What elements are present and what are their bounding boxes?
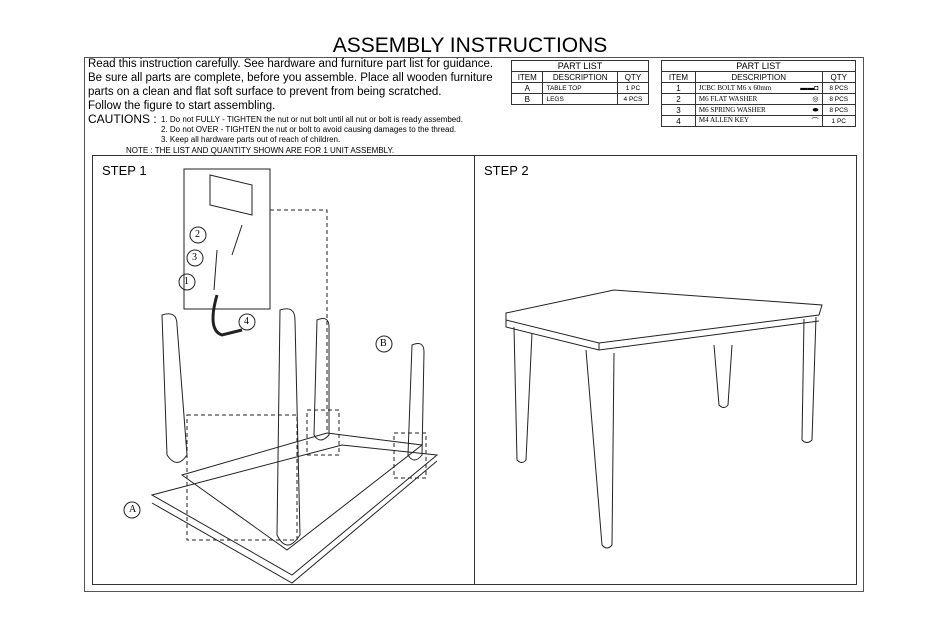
step1-label: STEP 1	[102, 163, 147, 178]
note-label: NOTE :	[126, 146, 153, 155]
caution-item: 2. Do not OVER - TIGHTEN the nut or bolt…	[161, 125, 457, 134]
document-frame	[84, 57, 864, 592]
leg	[276, 308, 301, 546]
col-header: DESCRIPTION	[542, 71, 618, 83]
cell: 1 PC	[616, 82, 650, 94]
table-top-outline	[150, 444, 439, 584]
cell: 2	[661, 93, 696, 105]
bolt-icon: ▬▬◘	[800, 84, 819, 92]
intro-line: Be sure all parts are complete, before y…	[88, 72, 493, 84]
cautions-list: 1. Do not FULLY - TIGHTEN the nut or nut…	[161, 115, 463, 145]
cell: 1	[661, 82, 696, 94]
cell: 3	[661, 104, 696, 116]
desc: JCBC BOLT M6 x 60mm	[698, 84, 772, 92]
cell: 1 PC	[821, 115, 857, 127]
table-top	[505, 289, 823, 344]
part-list-title: PART LIST	[661, 60, 856, 72]
cell: B	[510, 93, 544, 105]
col-header: ITEM	[661, 71, 696, 83]
cell: A	[510, 82, 544, 94]
cell: 8 PCS	[821, 104, 857, 116]
cell: M4 ALLEN KEY ⌒	[694, 115, 823, 127]
col-header: DESCRIPTION	[694, 71, 823, 83]
col-header: QTY	[616, 71, 650, 83]
callout-2: 2	[195, 229, 200, 240]
intro-line: Follow the figure to start assembling.	[88, 100, 276, 112]
intro-line: parts on a clean and flat soft surface t…	[88, 86, 442, 98]
flat-washer-icon: ◎	[812, 95, 819, 103]
note-text: THE LIST AND QUANTITY SHOWN ARE FOR 1 UN…	[154, 146, 395, 155]
step1-illustration	[123, 168, 439, 584]
spring-washer-icon: ⬬	[812, 105, 819, 114]
cell: 4 PCS	[616, 93, 650, 105]
cell: M6 FLAT WASHER ◎	[694, 93, 823, 105]
step2-label: STEP 2	[484, 163, 529, 178]
page-title: ASSEMBLY INSTRUCTIONS	[332, 34, 608, 57]
cautions-label: CAUTIONS :	[88, 112, 157, 126]
cell: M6 SPRING WASHER ⬬	[694, 104, 823, 116]
cell: 8 PCS	[821, 93, 857, 105]
caution-item: 3. Keep all hardware parts out of reach …	[161, 135, 341, 144]
caution-item: 1. Do not FULLY - TIGHTEN the nut or nut…	[161, 115, 463, 124]
cell: LEGS	[542, 93, 618, 105]
col-header: ITEM	[510, 71, 544, 83]
cell: JCBC BOLT M6 x 60mm ▬▬◘	[694, 82, 823, 94]
callout-a: A	[129, 504, 137, 515]
callout-b: B	[380, 338, 387, 349]
cell: 4	[661, 115, 696, 127]
intro-text: Read this instruction carefully. See har…	[88, 57, 493, 113]
cell: TABLE TOP	[542, 82, 618, 94]
leg	[313, 318, 330, 441]
desc: M4 ALLEN KEY	[698, 116, 750, 124]
callout-4: 4	[244, 316, 249, 327]
allen-key-icon: ⌒	[811, 117, 819, 125]
cell: 8 PCS	[821, 82, 857, 94]
part-list-title: PART LIST	[511, 60, 649, 72]
callout-3: 3	[192, 252, 197, 263]
leg	[407, 343, 425, 461]
step2-illustration	[505, 289, 823, 549]
callout-1: 1	[184, 276, 189, 287]
note: NOTE : THE LIST AND QUANTITY SHOWN ARE F…	[126, 146, 394, 155]
col-header: QTY	[821, 71, 857, 83]
desc: M6 FLAT WASHER	[698, 95, 758, 103]
desc: M6 SPRING WASHER	[698, 105, 766, 114]
intro-line: Read this instruction carefully. See har…	[88, 58, 494, 70]
step2-panel	[474, 155, 857, 585]
leg	[161, 313, 188, 463]
